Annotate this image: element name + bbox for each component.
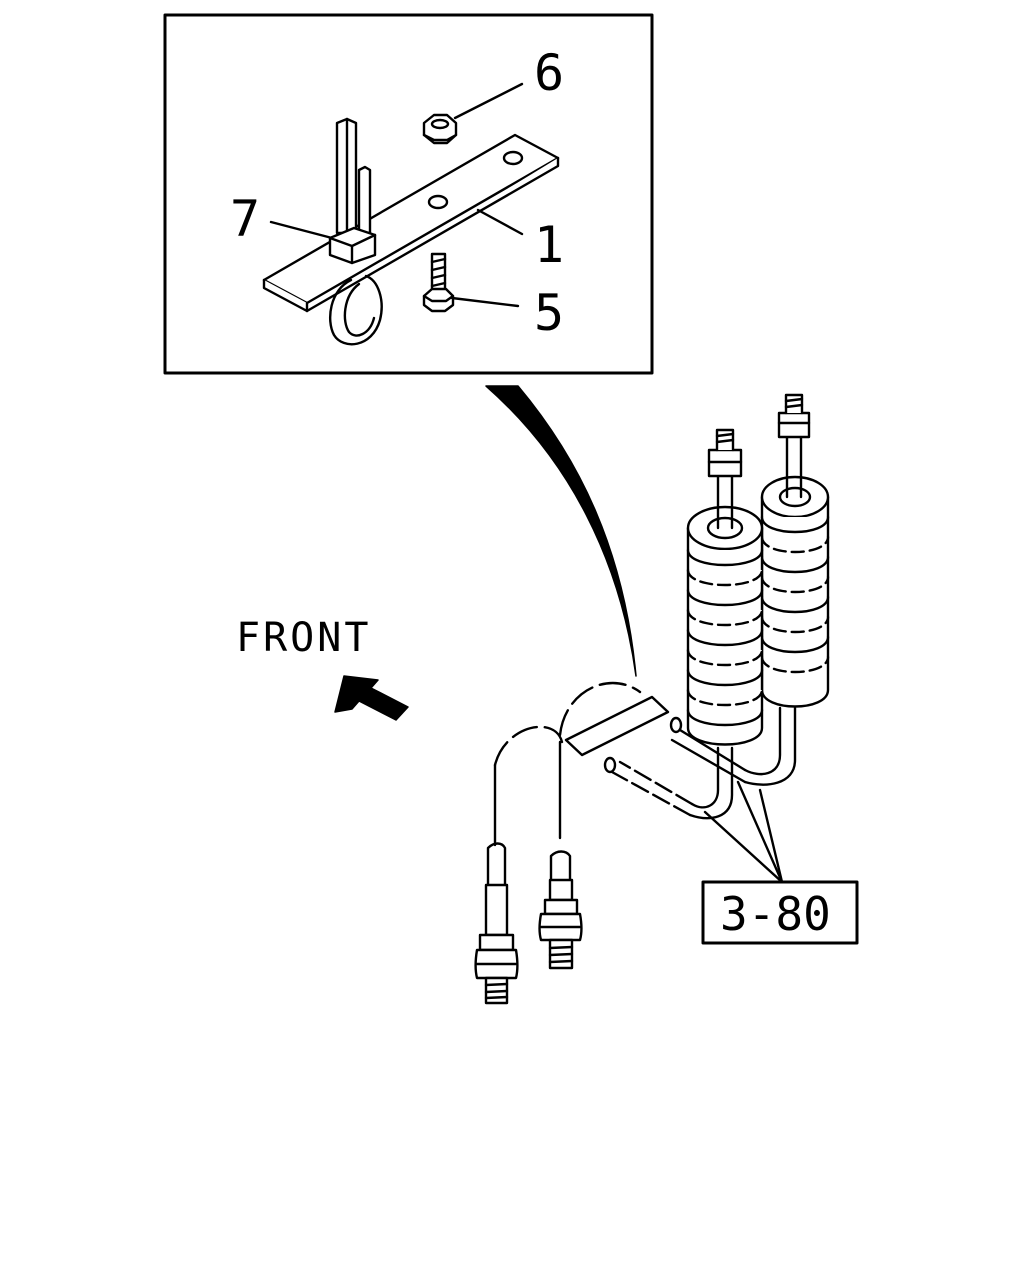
leader-arrow-icon (485, 385, 637, 677)
pipe-arc-outer (493, 725, 564, 767)
connector-pipes (486, 740, 572, 887)
callout-nut: 6 (534, 44, 564, 102)
inset-frame (163, 13, 654, 375)
front-arrow-icon (334, 675, 409, 721)
bolt-part (422, 252, 455, 313)
front-label: FRONT (236, 615, 371, 661)
connector-left (474, 883, 519, 1005)
reference-leaders (703, 780, 784, 884)
reference-label: 3-80 (720, 887, 831, 941)
clip-part (328, 117, 377, 265)
coil-right (760, 393, 830, 708)
connector-right (538, 878, 583, 970)
callout-clip: 7 (230, 190, 260, 248)
coiled-pipe-assembly (474, 393, 830, 1005)
outlet-pipes (603, 706, 797, 820)
detail-inset: 6 7 1 5 (163, 13, 654, 375)
pipe-arc-inner (558, 681, 642, 737)
callout-bolt: 5 (534, 284, 564, 342)
leader-lines (269, 82, 524, 308)
callout-bracket: 1 (534, 216, 564, 274)
binding-tape (564, 695, 670, 757)
nut-part (422, 113, 458, 145)
coil-left (686, 428, 764, 746)
reference-box: 3-80 (701, 880, 859, 945)
bracket-plate (262, 133, 560, 313)
hose-band (328, 274, 383, 346)
